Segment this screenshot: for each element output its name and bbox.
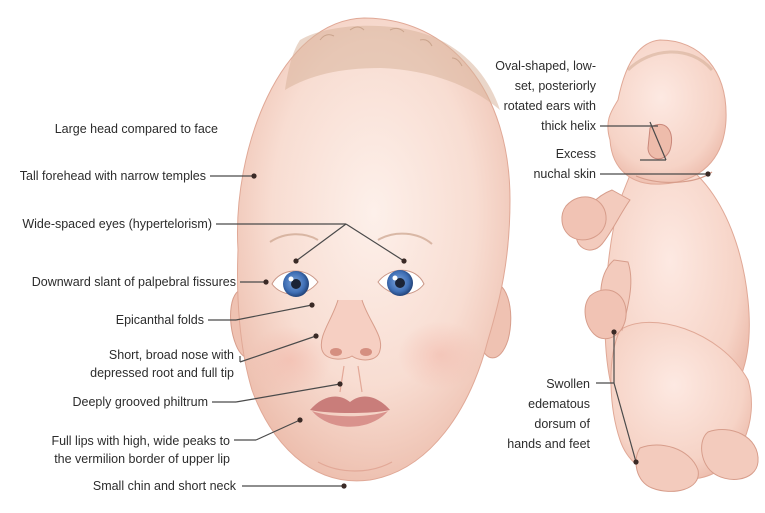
label-tall-forehead: Tall forehead with narrow temples <box>8 168 206 184</box>
label-nose-line1: Short, broad nose with <box>36 347 234 363</box>
label-lips-line2: the vermilion border of upper lip <box>8 451 230 467</box>
label-palpebral-slant: Downward slant of palpebral fissures <box>4 274 236 290</box>
label-nuchal-line2: nuchal skin <box>488 166 596 182</box>
label-swollen-line4: hands and feet <box>490 436 590 452</box>
label-nose-line2: depressed root and full tip <box>36 365 234 381</box>
label-epicanthal-folds: Epicanthal folds <box>6 312 204 328</box>
label-ears-line2: set, posteriorly <box>488 78 596 94</box>
baby-face-drawing <box>231 18 511 481</box>
label-philtrum: Deeply grooved philtrum <box>10 394 208 410</box>
label-swollen-line2: edematous <box>490 396 590 412</box>
label-nuchal-line1: Excess <box>488 146 596 162</box>
label-ears-line1: Oval-shaped, low- <box>488 58 596 74</box>
label-swollen-line1: Swollen <box>490 376 590 392</box>
label-large-head: Large head compared to face <box>20 121 218 137</box>
label-swollen-line3: dorsum of <box>490 416 590 432</box>
label-lips-line1: Full lips with high, wide peaks to <box>8 433 230 449</box>
label-small-chin: Small chin and short neck <box>38 478 236 494</box>
label-wide-spaced-eyes: Wide-spaced eyes (hypertelorism) <box>14 216 212 232</box>
label-ears-line3: rotated ears with <box>488 98 596 114</box>
label-ears-line4: thick helix <box>488 118 596 134</box>
